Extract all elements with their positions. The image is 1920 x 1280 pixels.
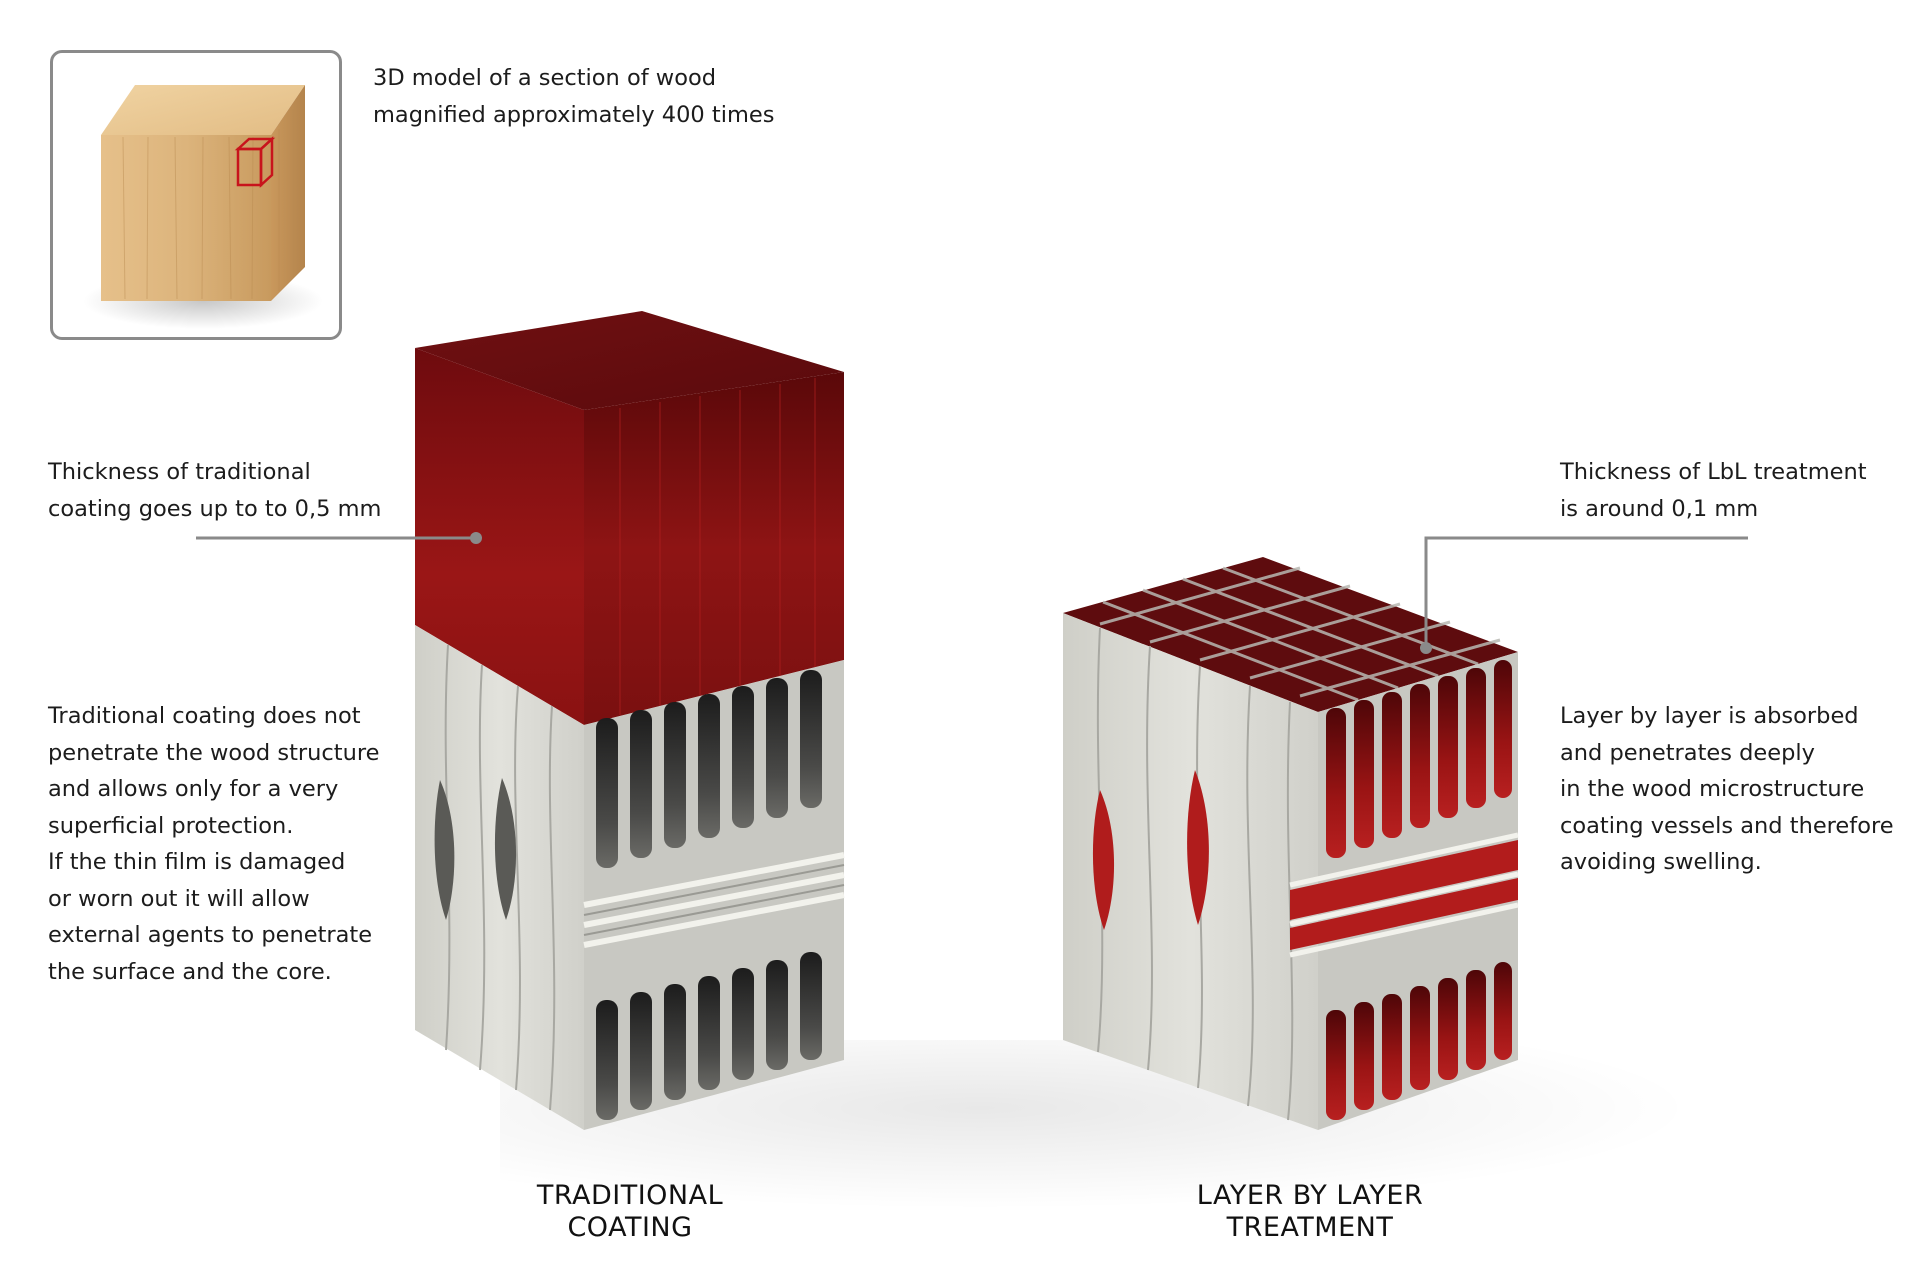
lbl-vessel-cells-upper: [1326, 660, 1512, 858]
lbl-ray-cell-pit: [1187, 770, 1209, 925]
coating-front-face: [415, 348, 584, 725]
cube-top-face: [101, 85, 305, 135]
cube-front-face: [101, 135, 271, 301]
coating-side-face: [584, 372, 844, 725]
magnified-region-marker: [234, 136, 276, 188]
cube-side-face: [271, 85, 305, 301]
lbl-description: Layer by layer is absorbed and penetrate…: [1560, 703, 1894, 875]
ray-cell-pit: [434, 780, 455, 920]
traditional-coating-title: TRADITIONAL COATING: [536, 1180, 724, 1243]
lbl-treatment-title: LAYER BY LAYER TREATMENT: [1196, 1180, 1424, 1243]
traditional-thickness-label: Thickness of traditional coating goes up…: [48, 459, 382, 522]
coating-top-face: [415, 311, 844, 410]
lbl-thickness-label: Thickness of LbL treatment is around 0,1…: [1560, 459, 1867, 522]
lbl-ray-band: [1290, 840, 1518, 950]
inset-caption: 3D model of a section of wood magnified …: [373, 65, 775, 128]
wood-cube-illustration: [83, 85, 323, 329]
inset-frame: [50, 50, 342, 340]
lbl-vessel-cells-lower: [1326, 962, 1512, 1120]
lbl-thickness-leader: [1420, 536, 1748, 654]
traditional-thickness-leader: [196, 532, 482, 544]
vessel-cells-lower: [596, 952, 822, 1120]
traditional-description: Traditional coating does not penetrate t…: [48, 703, 380, 985]
vessel-cells-upper: [596, 670, 822, 868]
ray-band: [583, 852, 845, 948]
lbl-ray-cell-pit: [1092, 790, 1115, 930]
ray-cell-pit: [494, 778, 517, 920]
